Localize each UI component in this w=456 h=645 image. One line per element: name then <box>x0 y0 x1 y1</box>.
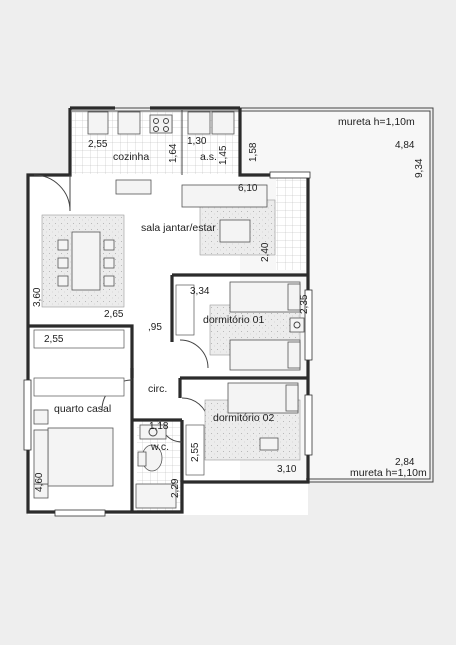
dim-229: 2,29 <box>170 478 181 498</box>
dim-cozinha-h: 1,64 <box>168 143 179 163</box>
dim-158: 1,58 <box>248 142 259 162</box>
dim-255b: 2,55 <box>44 334 64 345</box>
dim-255c: 2,55 <box>190 442 201 462</box>
label-sala: sala jantar/estar <box>141 222 216 234</box>
room-labels: cozinha a.s. sala jantar/estar dormitóri… <box>54 116 427 479</box>
dim-235: 2,35 <box>299 294 310 314</box>
wc-fixtures <box>135 424 177 509</box>
windows <box>23 171 313 517</box>
label-dormitorio-01: dormitório 01 <box>203 314 264 326</box>
dim-cozinha-w: 2,55 <box>88 139 108 150</box>
dormitorio-02-furniture <box>185 382 301 476</box>
label-quarto-casal: quarto casal <box>54 403 111 415</box>
kitchen-fixtures <box>87 111 235 195</box>
dim-460: 4,60 <box>34 472 45 492</box>
dim-240: 2,40 <box>260 242 271 262</box>
dim-334: 3,34 <box>190 286 210 297</box>
dim-934: 9,34 <box>414 158 425 178</box>
dim-265: 2,65 <box>104 309 124 320</box>
label-wc: w.c. <box>150 441 169 453</box>
dim-sala-w: 6,10 <box>238 183 258 194</box>
terrace-mureta <box>70 107 434 483</box>
dormitorio-01-furniture <box>175 281 305 371</box>
dim-484: 4,84 <box>395 140 415 151</box>
dim-310: 3,10 <box>277 464 297 475</box>
dim-284: 2,84 <box>395 457 415 468</box>
dim-95: ,95 <box>148 322 162 333</box>
dim-as-w: 1,30 <box>187 136 207 147</box>
label-mureta-top: mureta h=1,10m <box>338 116 415 128</box>
dim-118: 1,18 <box>149 421 169 432</box>
dimension-labels: 2,55 1,64 1,30 1,45 1,58 6,10 2,40 3,60 … <box>32 136 425 498</box>
label-dormitorio-02: dormitório 02 <box>213 412 274 424</box>
quarto-casal-furniture <box>33 329 125 499</box>
sala-furniture <box>41 184 276 308</box>
label-as: a.s. <box>200 151 217 163</box>
label-mureta-bottom: mureta h=1,10m <box>350 467 427 479</box>
label-circ: circ. <box>148 383 167 395</box>
dim-as-h: 1,45 <box>218 145 229 165</box>
label-cozinha: cozinha <box>113 151 149 163</box>
dim-360: 3,60 <box>32 287 43 307</box>
